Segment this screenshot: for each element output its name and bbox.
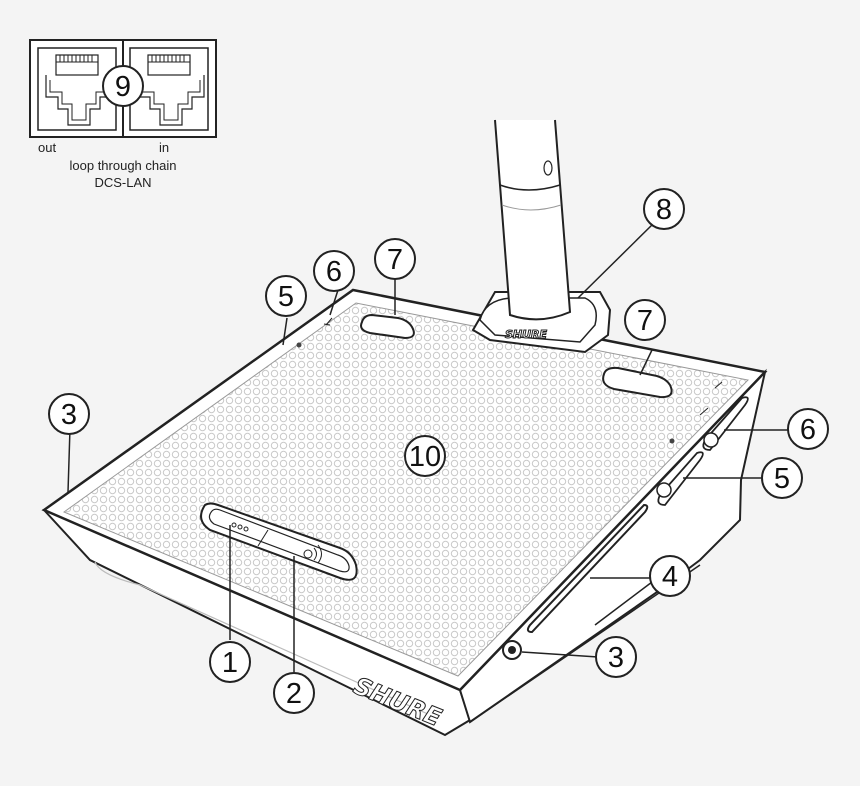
- callout-4-label: 4: [662, 561, 678, 593]
- callout-7-right-label: 7: [637, 305, 653, 337]
- callout-10-label: 10: [409, 441, 441, 473]
- callout-1: 1: [209, 641, 251, 683]
- volume-up-icon: [323, 317, 333, 326]
- front-button-bar: [200, 502, 358, 581]
- conference-unit: SHURE SHURE: [41, 119, 768, 737]
- callout-3-right-label: 3: [608, 642, 624, 674]
- callout-5-top: 5: [265, 275, 307, 317]
- callout-5-side-label: 5: [774, 463, 790, 495]
- callout-7-right: 7: [624, 299, 666, 341]
- callout-3-right: 3: [595, 636, 637, 678]
- indicator-light-left: [360, 313, 415, 340]
- callout-5-side: 5: [761, 457, 803, 499]
- ellipsis-icon: [231, 522, 249, 532]
- gooseneck-microphone: [494, 119, 572, 321]
- callout-2-label: 2: [286, 678, 302, 710]
- callout-6-side-label: 6: [800, 414, 816, 446]
- card-slot: [526, 503, 649, 634]
- speaker-grille: [62, 302, 750, 677]
- socket-brand-logo: SHURE: [505, 328, 548, 341]
- leader-lines: [67, 221, 788, 672]
- connector-caption-line1: loop through chain: [70, 158, 177, 173]
- speaker-icon: [296, 342, 302, 348]
- callout-9-label: 9: [115, 71, 131, 103]
- headphone-jack: [502, 640, 522, 660]
- callout-1-label: 1: [222, 647, 238, 679]
- port-in-label: in: [159, 140, 169, 155]
- callout-2: 2: [273, 672, 315, 714]
- callout-8-label: 8: [656, 194, 672, 226]
- network-connector-panel: out in loop through chain DCS-LAN: [29, 39, 217, 190]
- indicator-light-right: [602, 366, 673, 399]
- callout-10: 10: [404, 435, 446, 477]
- callout-7-left: 7: [374, 238, 416, 280]
- callout-3-left: 3: [48, 393, 90, 435]
- port-out-label: out: [38, 140, 56, 155]
- callout-3-left-label: 3: [61, 399, 77, 431]
- request-to-speak-icon: [303, 544, 322, 564]
- callout-5-top-label: 5: [278, 281, 294, 313]
- volume-arrow-icon: [699, 381, 723, 416]
- connector-caption-line2: DCS-LAN: [94, 175, 151, 190]
- callout-6-top-label: 6: [326, 256, 342, 288]
- callout-4: 4: [649, 555, 691, 597]
- side-speaker-icon: [669, 438, 675, 444]
- callout-9: 9: [102, 65, 144, 107]
- callout-6-side: 6: [787, 408, 829, 450]
- unit-base-shadow: [94, 561, 431, 716]
- callout-8: 8: [643, 188, 685, 230]
- callout-6-top: 6: [313, 250, 355, 292]
- callout-7-left-label: 7: [387, 244, 403, 276]
